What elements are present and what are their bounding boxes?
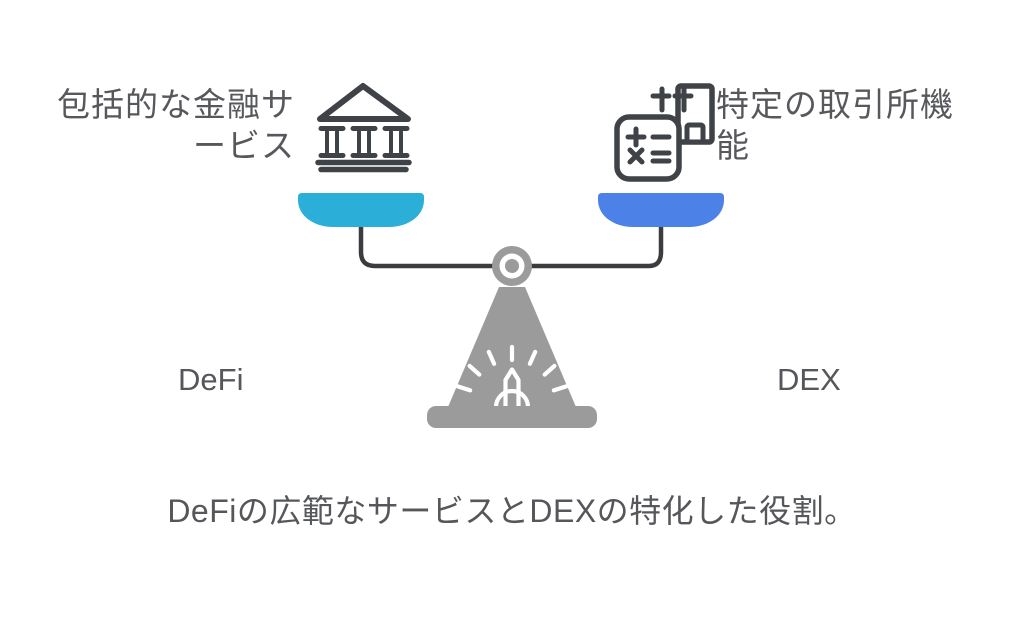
right-title-line2: 能 <box>716 127 750 164</box>
gauge-icon <box>455 344 569 410</box>
scale-base <box>427 406 597 428</box>
left-pan <box>298 193 424 227</box>
dex-label: DEX <box>777 362 841 397</box>
left-side-title: 包括的な金融サ ービス <box>45 84 295 166</box>
calculator-document-icon <box>614 83 715 182</box>
left-title-line2: ービス <box>193 127 295 164</box>
right-pan <box>598 193 724 227</box>
left-title-line1: 包括的な金融サ <box>57 86 295 123</box>
right-side-title: 特定の取引所機 能 <box>716 84 1006 166</box>
pivot-icon <box>492 246 532 286</box>
right-title-line1: 特定の取引所機 <box>716 86 954 123</box>
defi-label: DeFi <box>178 362 244 397</box>
bank-icon <box>315 83 412 173</box>
caption: DeFiの広範なサービスとDEXの特化した役割。 <box>167 493 857 529</box>
